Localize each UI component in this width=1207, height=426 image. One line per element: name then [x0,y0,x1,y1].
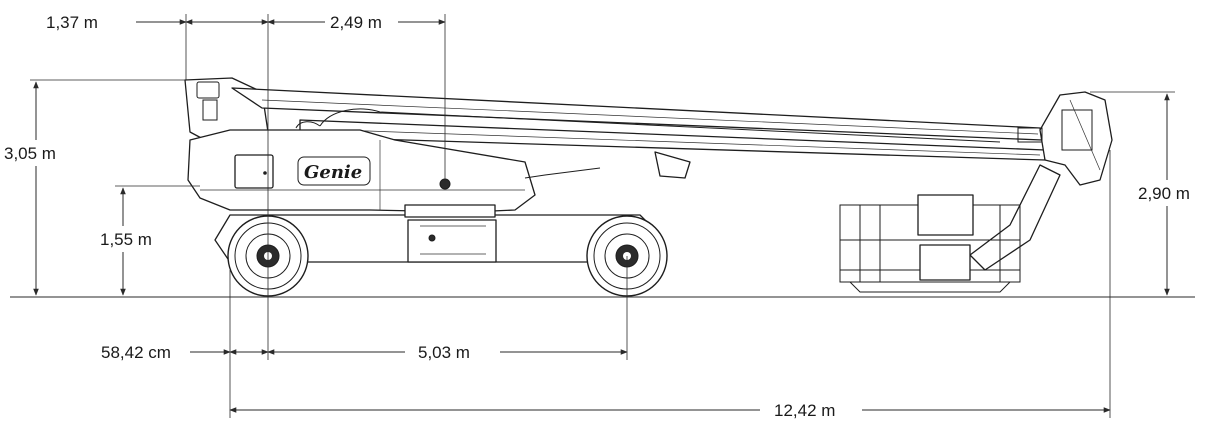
jib-head [1039,91,1113,186]
control-box [917,194,974,236]
label-pivot-offset: 2,49 m [330,13,382,32]
genie-logo: Genie [304,162,362,183]
label-wheelbase: 5,03 m [418,343,470,362]
jib-arm [969,164,1061,271]
label-platform-height: 2,90 m [1138,184,1190,203]
platform-basket [839,194,1021,293]
boom-lift-illustration: Genie [184,77,1113,297]
label-rear-offset: 1,37 m [46,13,98,32]
label-overall-length: 12,42 m [774,401,835,420]
label-chassis-height: 1,55 m [100,230,152,249]
slew-ring [404,204,496,218]
label-front-overhang: 58,42 cm [101,343,171,362]
side-access-panel [234,154,274,189]
drive-unit [407,219,497,263]
label-stowed-height: 3,05 m [4,144,56,163]
boom-bracket [654,151,691,179]
